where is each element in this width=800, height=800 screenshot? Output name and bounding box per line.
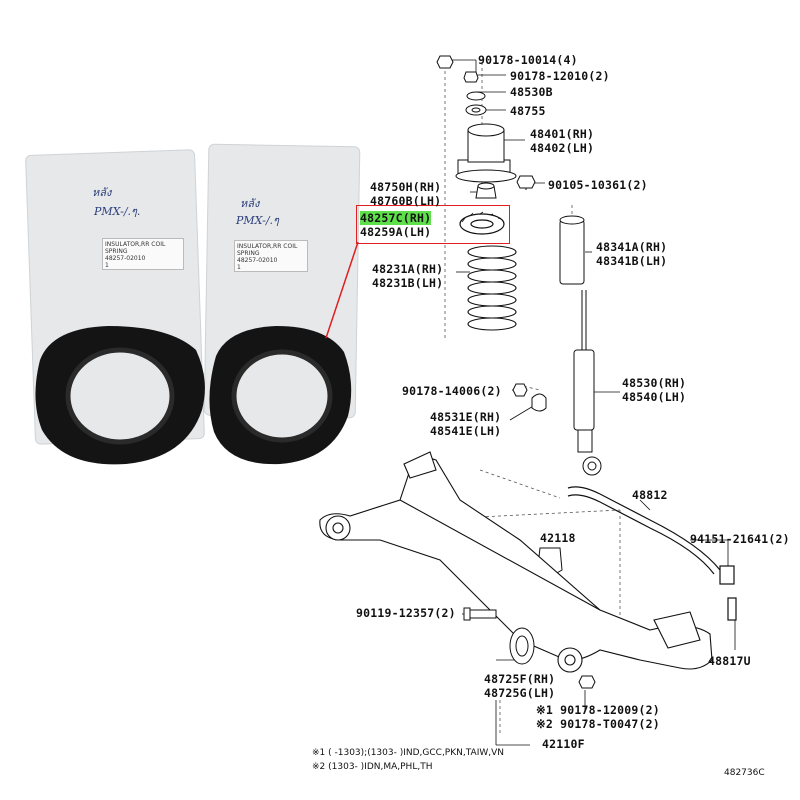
label-48259A: 48259A(LH) <box>360 225 432 239</box>
insulator-photo-right <box>209 326 352 465</box>
tag-part-number: 48257-02010 <box>105 255 146 262</box>
label-90178-10014: 90178-10014(4) <box>478 53 578 67</box>
stabilizer-bar <box>567 486 737 621</box>
tag-title: INSULATOR,RR COIL SPRING <box>237 243 298 257</box>
label-48257C: 48257C(RH) <box>360 211 432 225</box>
label-48402: 48402(LH) <box>530 141 595 155</box>
handwritten-note-left-line1: หลัง <box>92 186 112 199</box>
label-48812: 48812 <box>632 488 668 502</box>
label-90178-12009: ※1 90178-12009(2) <box>536 703 660 717</box>
coil-spring <box>467 245 517 331</box>
label-48755: 48755 <box>510 104 546 118</box>
tag-part-number: 48257-02010 <box>237 257 278 264</box>
bump-stopper <box>475 182 497 199</box>
figure-code: 482736C <box>724 768 765 778</box>
insulator-photo-left <box>35 326 205 465</box>
label-90178-T0047: ※2 90178-T0047(2) <box>536 717 660 731</box>
label-48231A: 48231A(RH) <box>372 262 444 276</box>
label-48541E: 48541E(LH) <box>430 424 502 438</box>
label-48531E: 48531E(RH) <box>430 410 502 424</box>
label-42110F: 42110F <box>542 737 585 751</box>
top-hardware <box>436 55 487 116</box>
highlight-box <box>356 205 510 244</box>
label-90178-14006: 90178-14006(2) <box>402 384 502 398</box>
label-48760B: 48760B(LH) <box>370 194 442 208</box>
label-94151-21641: 94151-21641(2) <box>690 532 790 546</box>
part-tag-left: INSULATOR,RR COIL SPRING 48257-02010 1 <box>102 238 184 270</box>
spring-insulator-diagram <box>459 211 505 235</box>
label-48530B: 48530B <box>510 85 553 99</box>
label-48257C-text: 48257C(RH) <box>360 211 432 225</box>
dust-boot <box>559 215 585 285</box>
label-42118: 42118 <box>540 531 576 545</box>
tag-quantity: 1 <box>105 262 109 269</box>
label-48817U: 48817U <box>708 654 751 668</box>
label-48750H: 48750H(RH) <box>370 180 442 194</box>
axle-bushing <box>509 627 535 665</box>
label-48725F: 48725F(RH) <box>484 672 556 686</box>
handwritten-note-right-line1: หลัง <box>240 197 260 210</box>
footnote-1: ※1 ( -1303);(1303- )IND,GCC,PKN,TAIW,VN <box>312 748 504 758</box>
axle-nut <box>578 675 596 689</box>
rear-axle-beam <box>319 451 713 673</box>
footnote-2: ※2 (1303- )IDN,MA,PHL,TH <box>312 762 433 772</box>
tag-title: INSULATOR,RR COIL SPRING <box>105 241 166 255</box>
label-48540: 48540(LH) <box>622 390 687 404</box>
label-48341A: 48341A(RH) <box>596 240 668 254</box>
handwritten-note-left-line2: PMX-/.ๆ. <box>94 205 141 218</box>
shock-absorber <box>573 290 602 476</box>
strut-mount <box>455 123 535 190</box>
label-48341B: 48341B(LH) <box>596 254 668 268</box>
mount-nut <box>516 175 536 189</box>
label-48401: 48401(RH) <box>530 127 595 141</box>
label-48530: 48530(RH) <box>622 376 687 390</box>
label-48725G: 48725G(LH) <box>484 686 556 700</box>
axle-bolt <box>463 607 497 621</box>
handwritten-note-right-line2: PMX-/.ๆ <box>236 214 279 227</box>
shock-hardware <box>512 383 547 412</box>
callout-line <box>325 241 359 339</box>
tag-quantity: 1 <box>237 264 241 271</box>
label-48231B: 48231B(LH) <box>372 276 444 290</box>
label-90178-12010: 90178-12010(2) <box>510 69 610 83</box>
label-90105-10361: 90105-10361(2) <box>548 178 648 192</box>
label-90119-12357: 90119-12357(2) <box>356 606 456 620</box>
part-tag-right: INSULATOR,RR COIL SPRING 48257-02010 1 <box>234 240 308 272</box>
